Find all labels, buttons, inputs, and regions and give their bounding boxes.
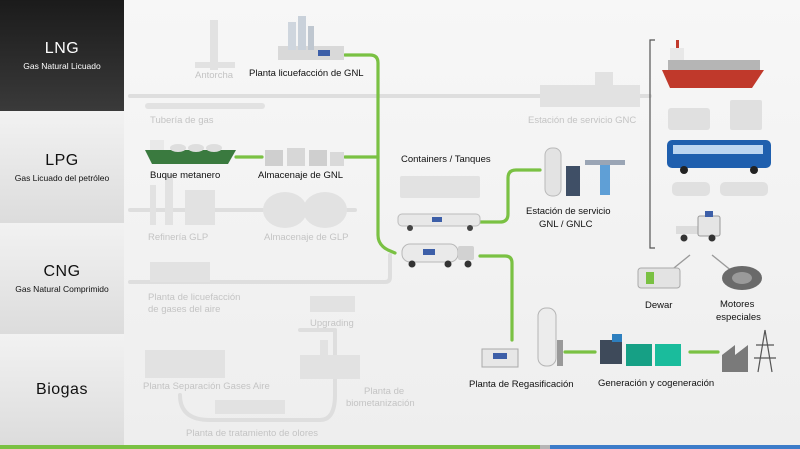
ship-icon [145, 140, 236, 164]
label-ship: Buque metanero [150, 170, 221, 181]
estacion-gnc-icon [540, 85, 640, 107]
sidebar: LNG Gas Natural Licuado LPG Gas Licuado … [0, 0, 124, 449]
generation-plant-icon [600, 334, 681, 366]
refinery-tower-2 [165, 175, 173, 225]
sidebar-item-subtitle: Gas Licuado del petróleo [14, 172, 110, 183]
faded-vehicles [668, 100, 768, 196]
flow-to-station [476, 168, 542, 224]
label-biomethane-line1: Planta de [364, 386, 405, 397]
tanker-ship-icon [662, 40, 764, 88]
cng-pipe-line [128, 253, 392, 284]
label-lpg-refinery: Refinería GLP [148, 232, 209, 243]
sidebar-item-lng[interactable]: LNG Gas Natural Licuado [0, 0, 124, 112]
label-air-plant-line2: de gases del aire [148, 304, 221, 315]
sphere-tank-2 [303, 192, 347, 228]
label-flare: Antorcha [195, 70, 234, 81]
label-air-separation: Planta Separación Gases Aire [143, 381, 270, 392]
tanker-truck-icon [401, 243, 474, 268]
sidebar-item-biogas[interactable]: Biogas [0, 334, 124, 446]
flow-liquefaction-down [343, 53, 397, 255]
label-dewar: Dewar [645, 300, 673, 311]
bottom-bar-green [0, 445, 540, 449]
label-liquefaction-plant: Planta licuefacción de GNL [249, 68, 364, 79]
sidebar-item-title: LPG [45, 151, 79, 169]
regasification-plant-icon [481, 307, 563, 368]
label-generation: Generación y cogeneración [598, 378, 715, 389]
label-cng-station: Estación de servicio GNC [528, 115, 637, 126]
label-upgrading: Upgrading [310, 318, 354, 329]
label-gas-pipe: Tubería de gas [150, 115, 214, 126]
label-gnl-storage: Almacenaje de GNL [258, 170, 344, 181]
vehicle-bracket [649, 39, 655, 249]
sidebar-item-title: Biogas [36, 380, 88, 398]
upgrading-icon [310, 296, 355, 312]
container-trailer-icon [397, 213, 481, 231]
label-lpg-storage: Almacenaje de GLP [264, 232, 349, 243]
flow-to-regas [478, 254, 514, 342]
sidebar-item-subtitle: Gas Natural Licuado [23, 61, 101, 71]
power-grid-icon [722, 329, 776, 373]
estacion-gnc-sign [595, 72, 613, 86]
refinery-tower-1 [150, 185, 156, 225]
air-plant-icon [150, 262, 210, 282]
antorcha-base [195, 62, 235, 68]
label-engines-line1: Motores [720, 299, 755, 310]
bottom-color-bar [0, 445, 800, 449]
green-flow-lines [234, 53, 720, 354]
label-odor-plant: Planta de tratamiento de olores [186, 428, 319, 439]
label-regasification: Planta de Regasificación [469, 379, 574, 390]
biomethane-stack [320, 340, 328, 358]
refinery-tank [185, 190, 215, 225]
separation-dome [203, 352, 223, 368]
dewar-icon [637, 267, 681, 289]
gnl-station-icon [544, 147, 625, 197]
antorcha-icon [210, 20, 218, 70]
label-air-plant-line1: Planta de licuefacción [148, 292, 241, 303]
sidebar-item-title: LNG [44, 40, 80, 57]
bottom-bar-grey [540, 445, 550, 449]
odor-plant-icon [215, 400, 285, 414]
label-biomethane-line2: biometanización [346, 398, 415, 409]
special-engine-icon [722, 266, 762, 290]
forklift-faded [730, 100, 762, 130]
lng-truck-icon [676, 211, 721, 242]
faded-equipment [145, 20, 640, 414]
storage-tanks-icon [265, 148, 344, 166]
bus-icon [667, 140, 771, 174]
sidebar-item-subtitle: Gas Natural Comprimido [15, 284, 109, 294]
sidebar-item-title: CNG [43, 263, 81, 280]
car-faded-1 [672, 182, 710, 196]
sidebar-item-lpg[interactable]: LPG Gas Licuado del petróleo [0, 111, 124, 224]
car-faded-2 [720, 182, 768, 196]
sphere-tank-1 [263, 192, 307, 228]
lng-plant-icon [278, 16, 344, 60]
bottom-bar-blue [550, 445, 800, 449]
label-gnl-station-line2: GNL / GNLC [539, 219, 593, 230]
label-engines-line2: especiales [716, 312, 761, 323]
van-faded [668, 108, 710, 130]
label-containers: Containers / Tanques [401, 154, 491, 165]
biogas-pipe-line [178, 393, 337, 422]
container-truck-faded [400, 176, 480, 198]
label-gnl-station-line1: Estación de servicio [526, 206, 611, 217]
pipe-icon [145, 103, 265, 109]
biomethane-icon [300, 355, 360, 379]
